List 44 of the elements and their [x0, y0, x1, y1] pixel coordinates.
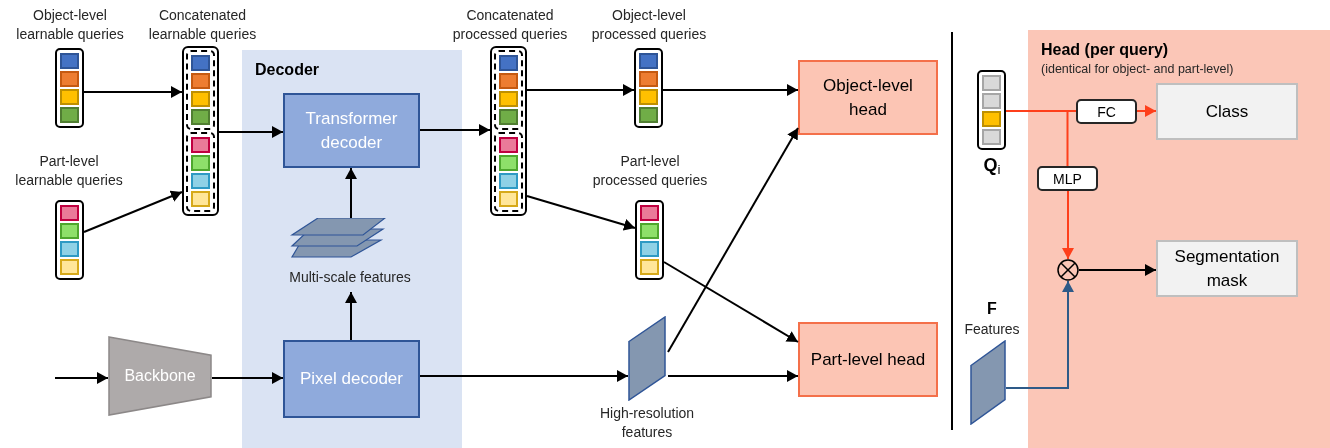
arrow	[526, 84, 635, 96]
arrow	[345, 291, 357, 341]
arrow	[83, 190, 183, 233]
arrow	[1136, 105, 1157, 117]
head-box: Part-level head	[798, 322, 938, 397]
decoder-panel	[242, 50, 462, 448]
panel-subtitle: (identical for object- and part-level)	[1041, 61, 1234, 78]
feature-label: High-resolution features	[598, 404, 696, 442]
query-label: Part-level processed queries	[591, 152, 709, 190]
feature-symbol: F	[987, 299, 997, 319]
head-panel	[1028, 30, 1330, 448]
arrow	[218, 126, 284, 138]
panel-title: Head (per query)	[1041, 40, 1169, 60]
feature-label: Multi-scale features	[289, 268, 411, 287]
arrow	[526, 195, 636, 231]
arrow	[83, 86, 183, 98]
arrow	[663, 261, 799, 343]
arrow	[1062, 190, 1074, 260]
query-label: Object-level processed queries	[590, 6, 708, 44]
arrow	[1005, 280, 1074, 389]
query-label: Concatenated processed queries	[451, 6, 569, 44]
mlp-box: MLP	[1037, 166, 1098, 191]
arrow	[419, 370, 629, 382]
head-box: Object-level head	[798, 60, 938, 135]
query-label: Object-level learnable queries	[15, 6, 125, 44]
backbone-trapezoid: Backbone	[108, 336, 212, 416]
arrow	[211, 372, 284, 384]
fc-box: FC	[1076, 99, 1137, 124]
transformer-decoder-box: Transformer decoder	[283, 93, 420, 168]
query-symbol: Q$_{i}$	[983, 154, 1001, 176]
arrow	[667, 370, 799, 382]
query-label: Part-level learnable queries	[14, 152, 124, 190]
arrow	[667, 127, 799, 353]
arrow	[345, 167, 357, 219]
arrow	[54, 372, 109, 384]
output-box: Class	[1156, 83, 1298, 140]
output-box: Segmentation mask	[1156, 240, 1298, 297]
arrow	[1078, 264, 1157, 276]
arrow	[419, 124, 491, 136]
feature-label: Features	[964, 320, 1020, 339]
query-label: Concatenated learnable queries	[147, 6, 258, 44]
panel-title: Decoder	[255, 60, 320, 80]
pixel-decoder-box: Pixel decoder	[283, 340, 420, 418]
arrow	[662, 84, 799, 96]
